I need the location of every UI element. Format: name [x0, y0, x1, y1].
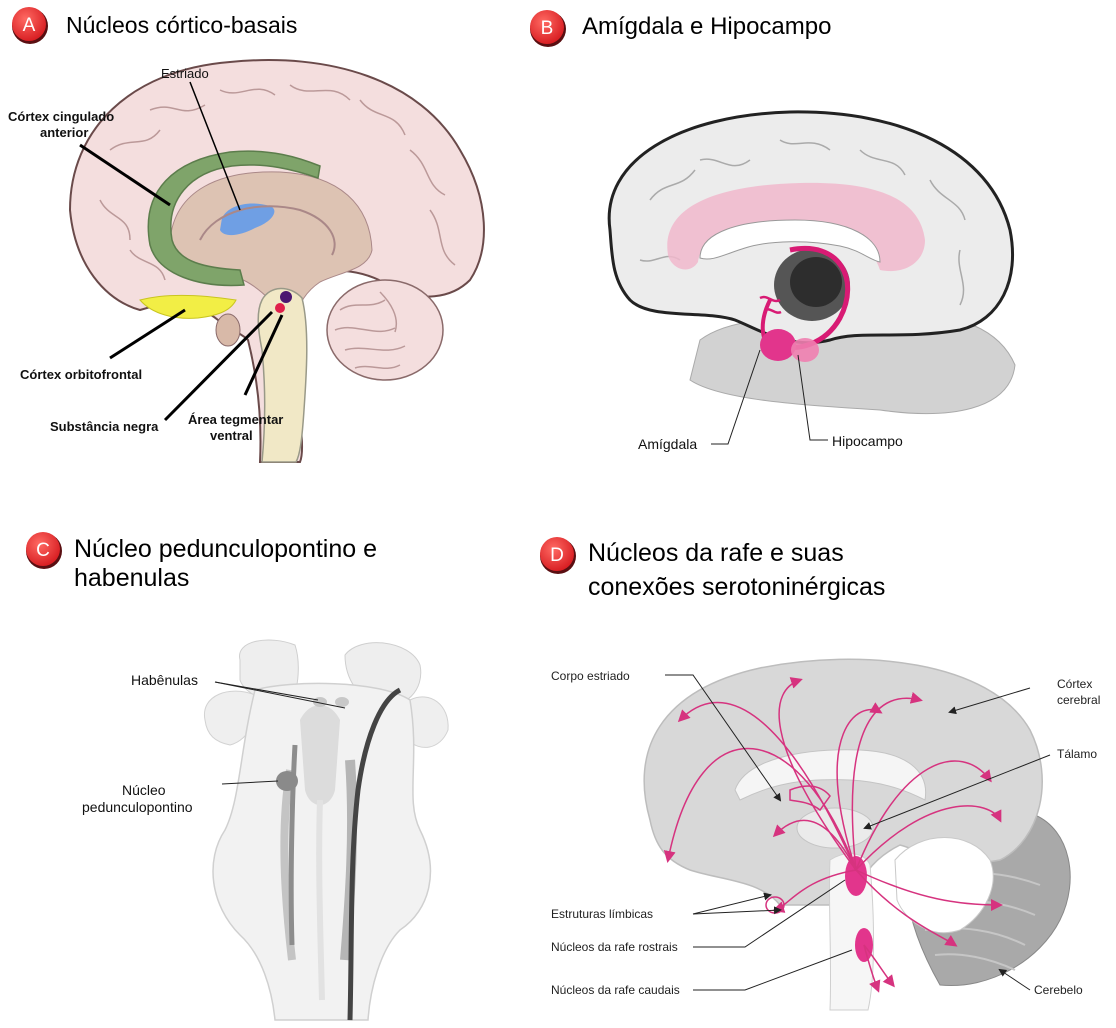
label-amigdala: Amígdala	[638, 436, 697, 452]
label-estruturas-limbicas: Estruturas límbicas	[551, 907, 653, 921]
badge-a-letter: A	[23, 15, 36, 36]
badge-a: A	[12, 7, 48, 44]
label-cortex-cerebral-line2: cerebral	[1057, 693, 1100, 707]
label-corpo-estriado: Corpo estriado	[551, 669, 630, 683]
substantia-nigra-dot	[275, 303, 285, 313]
label-area-tegmentar-line1: Área tegmentar	[188, 412, 283, 427]
panel-b: B Amígdala	[530, 10, 1015, 452]
label-area-tegmentar-line2: ventral	[210, 428, 253, 443]
label-habenulas: Habênulas	[131, 672, 198, 688]
panel-a: A	[8, 7, 484, 462]
label-cortex-orbitofrontal: Córtex orbitofrontal	[20, 367, 142, 382]
panel-d-title-line1: Núcleos da rafe e suas	[588, 538, 844, 568]
label-nucleo-line2: pedunculopontino	[82, 799, 193, 815]
brain-serotonin-d	[644, 659, 1070, 1010]
badge-d: D	[540, 537, 576, 574]
label-estriado: Estriado	[161, 66, 209, 81]
label-cortex-cingulado-line1: Córtex cingulado	[8, 109, 114, 124]
panel-b-title: Amígdala e Hipocampo	[582, 12, 831, 42]
label-nucleos-rafe-rostrais: Núcleos da rafe rostrais	[551, 940, 678, 954]
label-cortex-cerebral-line1: Córtex	[1057, 677, 1092, 691]
brain-medial-b	[609, 112, 1015, 414]
panel-c-title-line1: Núcleo pedunculopontino e	[74, 534, 377, 564]
badge-b-letter: B	[541, 18, 554, 39]
label-nucleos-rafe-caudais: Núcleos da rafe caudais	[551, 983, 680, 997]
badge-c-letter: C	[36, 540, 50, 561]
label-cortex-cingulado-line2: anterior	[40, 125, 88, 140]
panel-d-title-line2: conexões serotoninérgicas	[588, 572, 885, 602]
panel-c-title-line2: habenulas	[74, 563, 189, 593]
brain-sagittal-a	[70, 60, 484, 462]
panel-d: D	[540, 537, 1100, 1010]
label-cerebelo: Cerebelo	[1034, 983, 1083, 997]
label-hipocampo: Hipocampo	[832, 433, 903, 449]
label-substancia-negra: Substância negra	[50, 419, 159, 434]
label-talamo: Tálamo	[1057, 747, 1097, 761]
ppn-nucleus	[276, 771, 298, 791]
label-nucleo-line1: Núcleo	[122, 782, 166, 798]
vta-dot	[280, 291, 292, 303]
badge-c: C	[26, 532, 62, 569]
panel-a-title: Núcleos córtico-basais	[66, 10, 297, 40]
badge-d-letter: D	[550, 545, 564, 566]
panel-c: C	[26, 532, 448, 1020]
brainstem-dorsal-c	[204, 640, 448, 1020]
badge-b: B	[530, 10, 566, 47]
